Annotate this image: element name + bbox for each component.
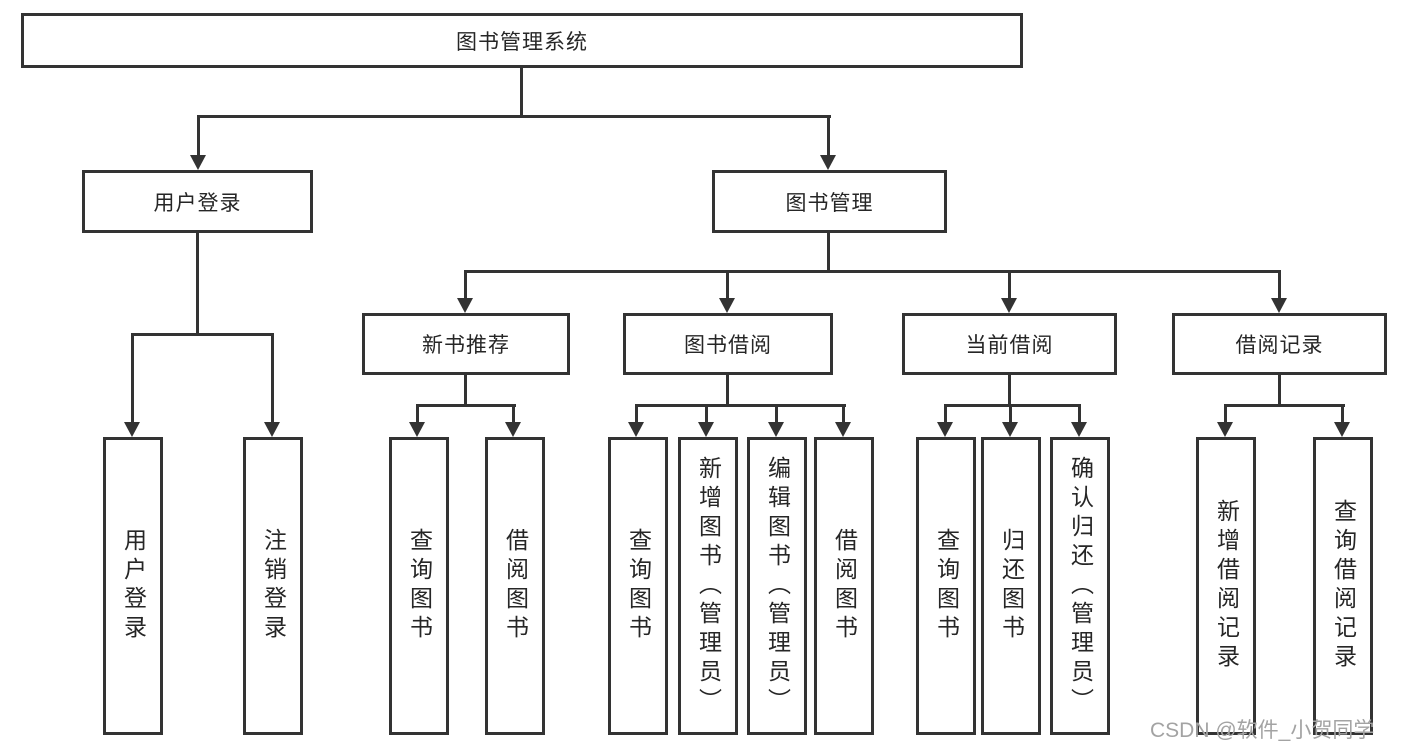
leaf-borrow-books-recommend-label: 借阅图书 xyxy=(502,528,529,644)
node-root: 图书管理系统 xyxy=(21,13,1023,68)
leaf-return-books: 归还图书 xyxy=(981,437,1041,735)
connector-line xyxy=(726,374,729,407)
leaf-query-books-current: 查询图书 xyxy=(916,437,976,735)
leaf-add-books-admin: 新增图书（管理员） xyxy=(678,437,738,735)
node-borrowing-records-label: 借阅记录 xyxy=(1235,334,1324,357)
leaf-query-books-recommend-label: 查询图书 xyxy=(406,528,433,644)
arrowhead-down xyxy=(835,422,851,437)
leaf-logout-label: 注销登录 xyxy=(260,528,287,644)
node-current-borrowing-label: 当前借阅 xyxy=(965,334,1054,357)
node-user-login: 用户登录 xyxy=(82,170,313,233)
leaf-borrow-books-borrowing-label: 借阅图书 xyxy=(831,528,858,644)
arrowhead-down xyxy=(937,422,953,437)
node-new-book-recommend-label: 新书推荐 xyxy=(422,334,510,357)
connector-line xyxy=(464,270,1281,273)
leaf-edit-books-admin: 编辑图书（管理员） xyxy=(747,437,807,735)
connector-line xyxy=(1008,374,1011,407)
connector-line xyxy=(512,404,515,423)
node-new-book-recommend: 新书推荐 xyxy=(362,313,570,375)
connector-line xyxy=(197,115,831,118)
arrowhead-down xyxy=(1002,422,1018,437)
connector-line xyxy=(416,404,419,423)
leaf-query-books-borrowing-label: 查询图书 xyxy=(625,528,652,644)
arrowhead-down xyxy=(124,422,140,437)
leaf-query-borrow-record-label: 查询借阅记录 xyxy=(1330,499,1357,673)
arrowhead-down xyxy=(768,422,784,437)
leaf-confirm-return-admin-label: 确认归还（管理员） xyxy=(1067,455,1094,717)
node-user-login-label: 用户登录 xyxy=(153,191,242,215)
connector-line xyxy=(464,374,467,407)
connector-line xyxy=(944,404,947,423)
arrowhead-down xyxy=(1217,422,1233,437)
connector-line xyxy=(1008,270,1011,299)
connector-line xyxy=(944,404,1081,407)
connector-line xyxy=(271,333,274,422)
connector-line xyxy=(1224,404,1227,423)
arrowhead-down xyxy=(1071,422,1087,437)
arrowhead-down xyxy=(457,298,473,313)
leaf-borrow-books-recommend: 借阅图书 xyxy=(485,437,545,735)
connector-line xyxy=(842,404,845,423)
arrowhead-down xyxy=(628,422,644,437)
leaf-logout: 注销登录 xyxy=(243,437,303,735)
arrowhead-down xyxy=(1001,298,1017,313)
leaf-add-borrow-record: 新增借阅记录 xyxy=(1196,437,1256,735)
connector-line xyxy=(131,333,274,336)
arrowhead-down xyxy=(190,155,206,170)
connector-line xyxy=(1278,374,1281,407)
connector-line xyxy=(1009,404,1012,423)
leaf-confirm-return-admin: 确认归还（管理员） xyxy=(1050,437,1110,735)
node-borrowing-records: 借阅记录 xyxy=(1172,313,1387,375)
connector-line xyxy=(1224,404,1345,407)
connector-line xyxy=(827,232,830,273)
connector-line xyxy=(705,404,708,423)
connector-line xyxy=(726,270,729,299)
connector-line xyxy=(827,115,830,155)
arrowhead-down xyxy=(1271,298,1287,313)
arrowhead-down xyxy=(505,422,521,437)
connector-line xyxy=(1278,270,1281,299)
node-book-management: 图书管理 xyxy=(712,170,947,233)
leaf-query-borrow-record: 查询借阅记录 xyxy=(1313,437,1373,735)
leaf-query-books-current-label: 查询图书 xyxy=(933,528,960,644)
connector-line xyxy=(775,404,778,423)
arrowhead-down xyxy=(264,422,280,437)
connector-line xyxy=(464,270,467,299)
connector-line xyxy=(416,404,516,407)
node-book-management-label: 图书管理 xyxy=(785,191,874,215)
node-book-borrowing-label: 图书借阅 xyxy=(684,334,772,357)
arrowhead-down xyxy=(719,298,735,313)
leaf-user-login-label: 用户登录 xyxy=(120,528,147,644)
connector-line xyxy=(131,333,134,422)
leaf-edit-books-admin-label: 编辑图书（管理员） xyxy=(764,455,791,717)
arrowhead-down xyxy=(698,422,714,437)
connector-line xyxy=(635,404,638,423)
arrowhead-down xyxy=(1334,422,1350,437)
connector-line xyxy=(1078,404,1081,423)
leaf-query-books-borrowing: 查询图书 xyxy=(608,437,668,735)
leaf-query-books-recommend: 查询图书 xyxy=(389,437,449,735)
node-book-borrowing: 图书借阅 xyxy=(623,313,833,375)
leaf-return-books-label: 归还图书 xyxy=(998,528,1025,644)
connector-line xyxy=(520,67,523,118)
leaf-add-books-admin-label: 新增图书（管理员） xyxy=(695,455,722,717)
connector-line xyxy=(635,404,846,407)
node-root-label: 图书管理系统 xyxy=(456,30,588,54)
leaf-add-borrow-record-label: 新增借阅记录 xyxy=(1213,499,1240,673)
leaf-user-login: 用户登录 xyxy=(103,437,163,735)
connector-line xyxy=(1341,404,1344,423)
connector-line xyxy=(196,232,199,336)
csdn-watermark: CSDN @软件_小贺同学 xyxy=(1150,719,1375,742)
arrowhead-down xyxy=(820,155,836,170)
leaf-borrow-books-borrowing: 借阅图书 xyxy=(814,437,874,735)
arrowhead-down xyxy=(409,422,425,437)
connector-line xyxy=(197,115,200,155)
node-current-borrowing: 当前借阅 xyxy=(902,313,1117,375)
